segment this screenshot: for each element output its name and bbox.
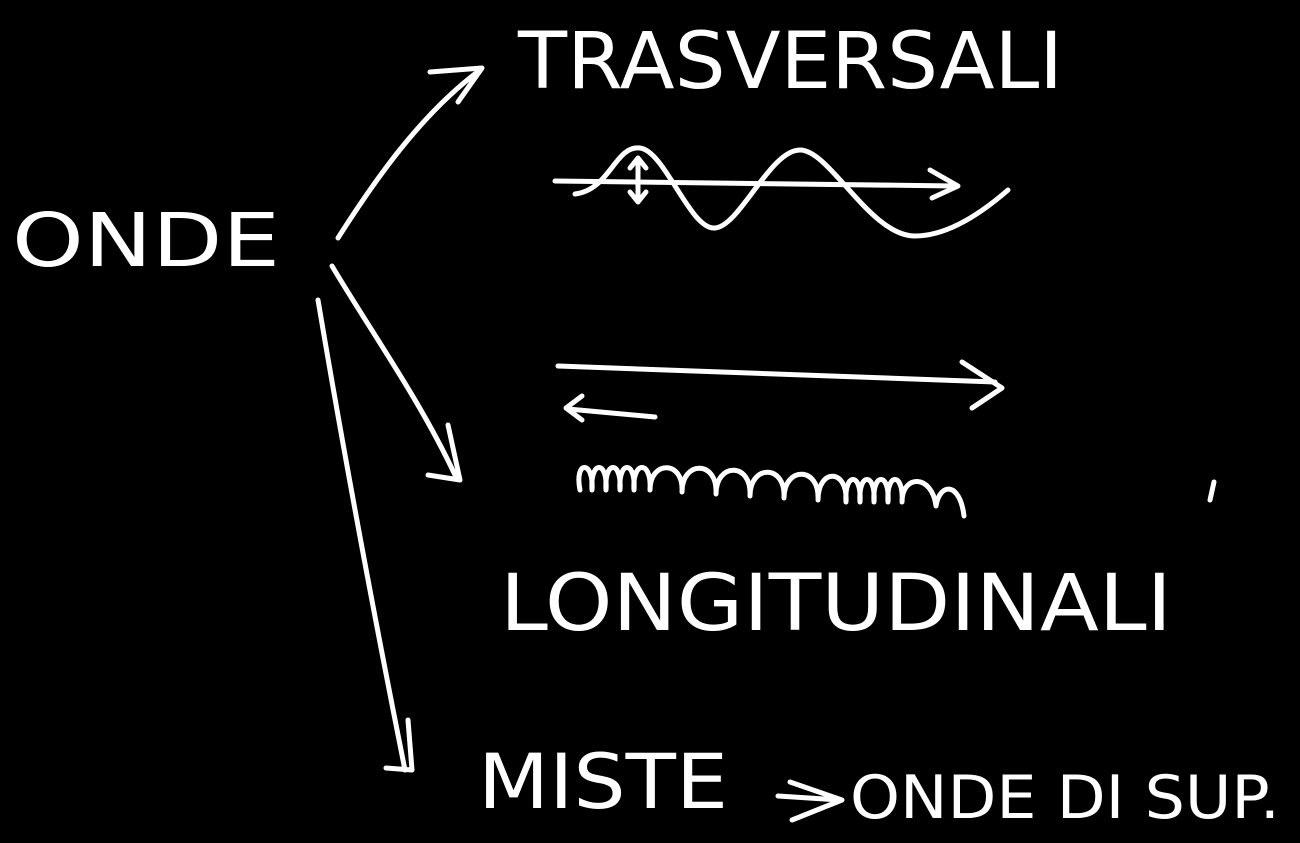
branch-label-trasversali: TRASVERSALI	[517, 17, 1063, 107]
arrow-to-longitudinali	[329, 263, 463, 483]
branch-label-miste: MISTE	[478, 737, 728, 826]
arrow-to-trasversali	[335, 65, 485, 241]
transverse-wave-sketch	[552, 145, 1011, 239]
root-label: ONDE	[12, 198, 280, 284]
arrow-to-miste	[315, 297, 415, 773]
branch-label-longitudinali: LONGITUDINALI	[500, 559, 1172, 649]
arrow-to-onde-di-sup	[775, 779, 845, 823]
result-label-onde-di-sup: ONDE DI SUP.	[850, 763, 1280, 833]
longitudinal-wave-sketch	[555, 359, 1217, 519]
